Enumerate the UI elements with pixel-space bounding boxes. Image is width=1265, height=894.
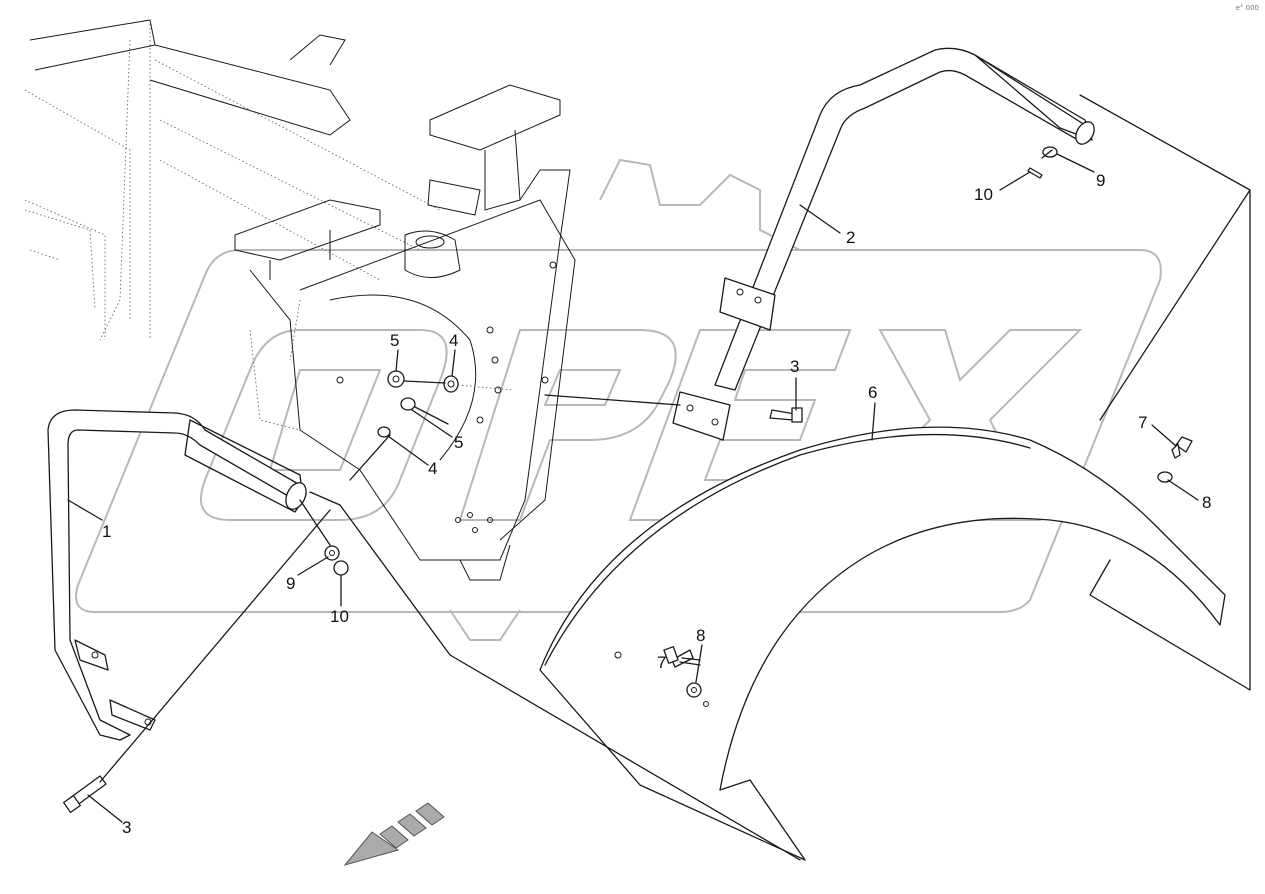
callout-2: 2	[846, 228, 855, 247]
fastener-washer-9-left[interactable]	[324, 545, 340, 561]
callout-10-right: 10	[974, 185, 993, 204]
part-6-fender[interactable]	[539, 94, 1251, 861]
callout-1: 1	[102, 522, 111, 541]
callout-4-lower: 4	[428, 459, 437, 478]
fastener-small-hole	[703, 701, 709, 707]
leader-lines	[67, 153, 1199, 823]
assembly-lines	[99, 149, 1053, 783]
fastener-washer-4-lower[interactable]	[377, 426, 391, 438]
fastener-nut-10-left[interactable]	[333, 560, 349, 576]
fastener-washer-8-right[interactable]	[1157, 471, 1173, 483]
corner-reference-mark: e° 000	[1235, 4, 1259, 12]
fastener-washer-8-lower[interactable]	[686, 682, 702, 698]
callout-8-right: 8	[1202, 493, 1211, 512]
callout-9-right: 9	[1096, 171, 1105, 190]
tractor-frame	[24, 19, 576, 581]
fastener-nut-5-lower[interactable]	[400, 397, 416, 411]
fastener-bolt-7-right[interactable]	[1171, 436, 1193, 459]
callout-4-upper: 4	[449, 331, 458, 350]
frame-holes	[336, 261, 557, 533]
callout-9-left: 9	[286, 574, 295, 593]
direction-arrow-icon	[343, 802, 445, 866]
part-2-handrail-right[interactable]	[672, 47, 1098, 441]
callout-3-upper: 3	[790, 357, 799, 376]
callout-3-lower: 3	[122, 818, 131, 837]
callout-labels: 1 2 3 3 4 4 5 5 6 7 7 8 8 9 9 10 10	[102, 171, 1211, 837]
callout-5-lower: 5	[454, 433, 463, 452]
callout-5-upper: 5	[390, 331, 399, 350]
fastener-washer-4-upper[interactable]	[443, 375, 459, 393]
callout-8-lower: 8	[696, 626, 705, 645]
fastener-pin-10-right[interactable]	[1027, 167, 1043, 179]
part-1-handrail-left[interactable]	[47, 409, 310, 741]
fastener-bolt-3-lower[interactable]	[62, 775, 107, 814]
callout-7-lower: 7	[657, 653, 666, 672]
fastener-nut-5-upper[interactable]	[387, 370, 405, 388]
strut-line	[339, 504, 801, 861]
fastener-small-hole	[614, 651, 622, 659]
callout-7-right: 7	[1138, 413, 1147, 432]
callout-10-left: 10	[330, 607, 349, 626]
fastener-bolt-3-upper[interactable]	[769, 407, 803, 423]
callout-6: 6	[868, 383, 877, 402]
